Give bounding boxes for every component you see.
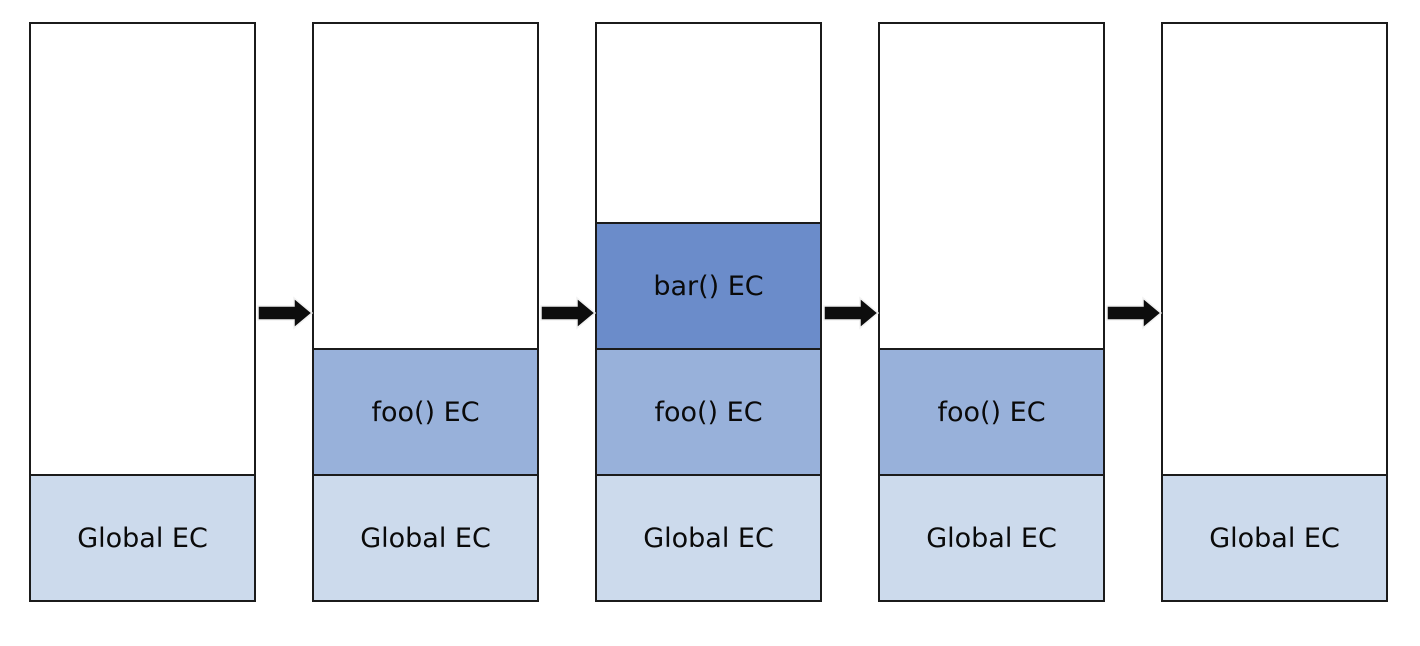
stack-frame-global: Global EC (597, 474, 820, 600)
stack-frame-foo: foo() EC (597, 348, 820, 474)
stack-frame-foo: foo() EC (314, 348, 537, 474)
call-stack-5: Global EC (1161, 22, 1388, 602)
arrow-right-icon (256, 296, 314, 330)
call-stack-1: Global EC (29, 22, 256, 602)
stack-frame-global: Global EC (314, 474, 537, 600)
stack-frame-global: Global EC (31, 474, 254, 600)
stack-frame-foo: foo() EC (880, 348, 1103, 474)
arrow-right-icon (1105, 296, 1163, 330)
stack-frame-global: Global EC (1163, 474, 1386, 600)
stack-frame-bar: bar() EC (597, 222, 820, 348)
arrow-right-icon (539, 296, 597, 330)
arrow-right-icon (822, 296, 880, 330)
stack-frame-global: Global EC (880, 474, 1103, 600)
